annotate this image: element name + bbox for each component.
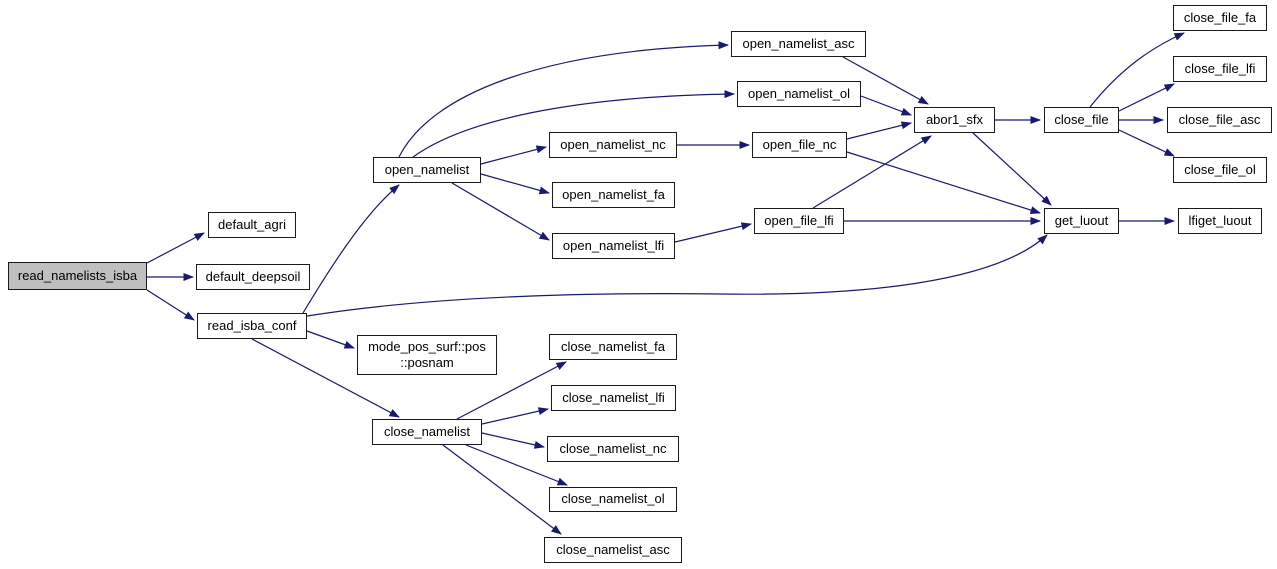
edge-read_isba_conf-open_namelist (302, 184, 400, 314)
node-label-line: mode_pos_surf::pos (368, 338, 486, 354)
edge-open_namelist-open_namelist_fa (480, 173, 550, 195)
edge-abor1_sfx-get_luout (972, 132, 1052, 206)
node-close_file_ol[interactable]: close_file_ol (1173, 157, 1267, 183)
edge-close_namelist-close_namelist_ol (465, 444, 568, 486)
edge-read_isba_conf-posnam (306, 330, 355, 349)
node-open_namelist_asc[interactable]: open_namelist_asc (731, 31, 866, 57)
node-close_namelist_lfi[interactable]: close_namelist_lfi (551, 385, 676, 411)
node-close_file_asc[interactable]: close_file_asc (1167, 107, 1272, 133)
node-default_agri[interactable]: default_agri (208, 212, 296, 238)
node-open_namelist_lfi[interactable]: open_namelist_lfi (552, 233, 675, 259)
edge-open_namelist-open_namelist_lfi (451, 182, 550, 241)
edge-open_namelist_lfi-open_file_lfi (674, 222, 752, 243)
node-open_namelist_nc[interactable]: open_namelist_nc (549, 132, 677, 158)
edge-close_namelist-close_namelist_asc (442, 444, 562, 535)
node-label: read_namelists_isba (17, 267, 138, 283)
edge-close_namelist-close_namelist_fa (456, 361, 567, 420)
edge-open_namelist-open_namelist_asc (398, 41, 729, 158)
edge-close_file-close_file_fa (1089, 32, 1185, 108)
node-close_namelist_asc[interactable]: close_namelist_asc (544, 537, 682, 563)
edge-open_namelist_ol-abor1_sfx (860, 95, 912, 116)
edge-open_namelist-open_namelist_ol (412, 90, 735, 158)
node-label: default_agri (218, 216, 286, 232)
edge-read_namelists_isba-read_isba_conf (146, 289, 195, 321)
node-close_namelist_fa[interactable]: close_namelist_fa (549, 334, 677, 360)
node-label: open_namelist (384, 161, 470, 177)
node-lfiget_luout[interactable]: lfiget_luout (1178, 208, 1262, 234)
node-close_namelist[interactable]: close_namelist (372, 419, 482, 445)
node-label: close_namelist_ol (561, 491, 665, 507)
node-open_namelist[interactable]: open_namelist (373, 157, 481, 183)
node-label: open_namelist_ol (748, 85, 850, 101)
node-label: close_file_asc (1178, 111, 1261, 127)
edge-open_file_lfi-abor1_sfx (812, 135, 932, 209)
node-label: open_namelist_fa (562, 186, 665, 202)
node-label: open_namelist_asc (742, 35, 855, 51)
node-close_file[interactable]: close_file (1044, 107, 1119, 133)
node-label: get_luout (1054, 212, 1109, 228)
edge-read_isba_conf-get_luout (306, 234, 1048, 317)
node-close_namelist_nc[interactable]: close_namelist_nc (547, 436, 679, 462)
node-close_file_lfi[interactable]: close_file_lfi (1173, 56, 1267, 82)
node-label: open_namelist_lfi (562, 237, 665, 253)
edge-open_file_nc-abor1_sfx (846, 121, 912, 140)
node-open_namelist_ol[interactable]: open_namelist_ol (737, 81, 861, 107)
node-get_luout[interactable]: get_luout (1044, 208, 1119, 234)
node-label: read_isba_conf (207, 317, 297, 333)
node-label: lfiget_luout (1188, 212, 1252, 228)
node-close_file_fa[interactable]: close_file_fa (1173, 5, 1267, 31)
node-label: close_file_ol (1184, 161, 1256, 177)
node-label: close_file (1054, 111, 1109, 127)
node-open_namelist_fa[interactable]: open_namelist_fa (552, 182, 675, 208)
edge-close_namelist-close_namelist_lfi (481, 407, 549, 425)
node-label-line: ::posnam (400, 355, 454, 370)
node-label: abor1_sfx (925, 111, 984, 127)
node-label: close_file_fa (1183, 9, 1257, 25)
node-label: close_namelist_nc (559, 440, 667, 456)
node-read_isba_conf[interactable]: read_isba_conf (197, 313, 307, 339)
edge-read_isba_conf-close_namelist (251, 338, 400, 418)
edge-open_namelist-open_namelist_nc (480, 145, 547, 165)
node-label: close_namelist_lfi (562, 389, 665, 405)
node-label: open_file_nc (762, 136, 837, 152)
node-label: close_namelist_asc (556, 541, 670, 557)
edge-read_namelists_isba-default_agri (146, 232, 205, 264)
node-label: open_namelist_nc (560, 136, 666, 152)
edge-open_namelist_asc-abor1_sfx (842, 56, 929, 105)
node-label: close_file_lfi (1184, 60, 1256, 76)
node-close_namelist_ol[interactable]: close_namelist_ol (549, 487, 677, 512)
edge-close_namelist-close_namelist_nc (481, 432, 545, 449)
node-open_file_nc[interactable]: open_file_nc (752, 132, 847, 158)
node-default_deepsoil[interactable]: default_deepsoil (196, 264, 310, 290)
node-open_file_lfi[interactable]: open_file_lfi (754, 208, 844, 234)
node-label: default_deepsoil (205, 268, 301, 284)
edge-close_file-close_file_lfi (1118, 83, 1175, 112)
edge-open_file_nc-get_luout (846, 151, 1041, 214)
node-abor1_sfx[interactable]: abor1_sfx (914, 107, 995, 133)
node-read_namelists_isba[interactable]: read_namelists_isba (8, 262, 147, 290)
node-posnam[interactable]: mode_pos_surf::pos::posnam (357, 335, 497, 375)
node-label: close_namelist (384, 423, 470, 439)
edge-close_file-close_file_ol (1118, 129, 1175, 157)
node-label: open_file_lfi (764, 212, 834, 228)
node-label: close_namelist_fa (560, 338, 666, 354)
